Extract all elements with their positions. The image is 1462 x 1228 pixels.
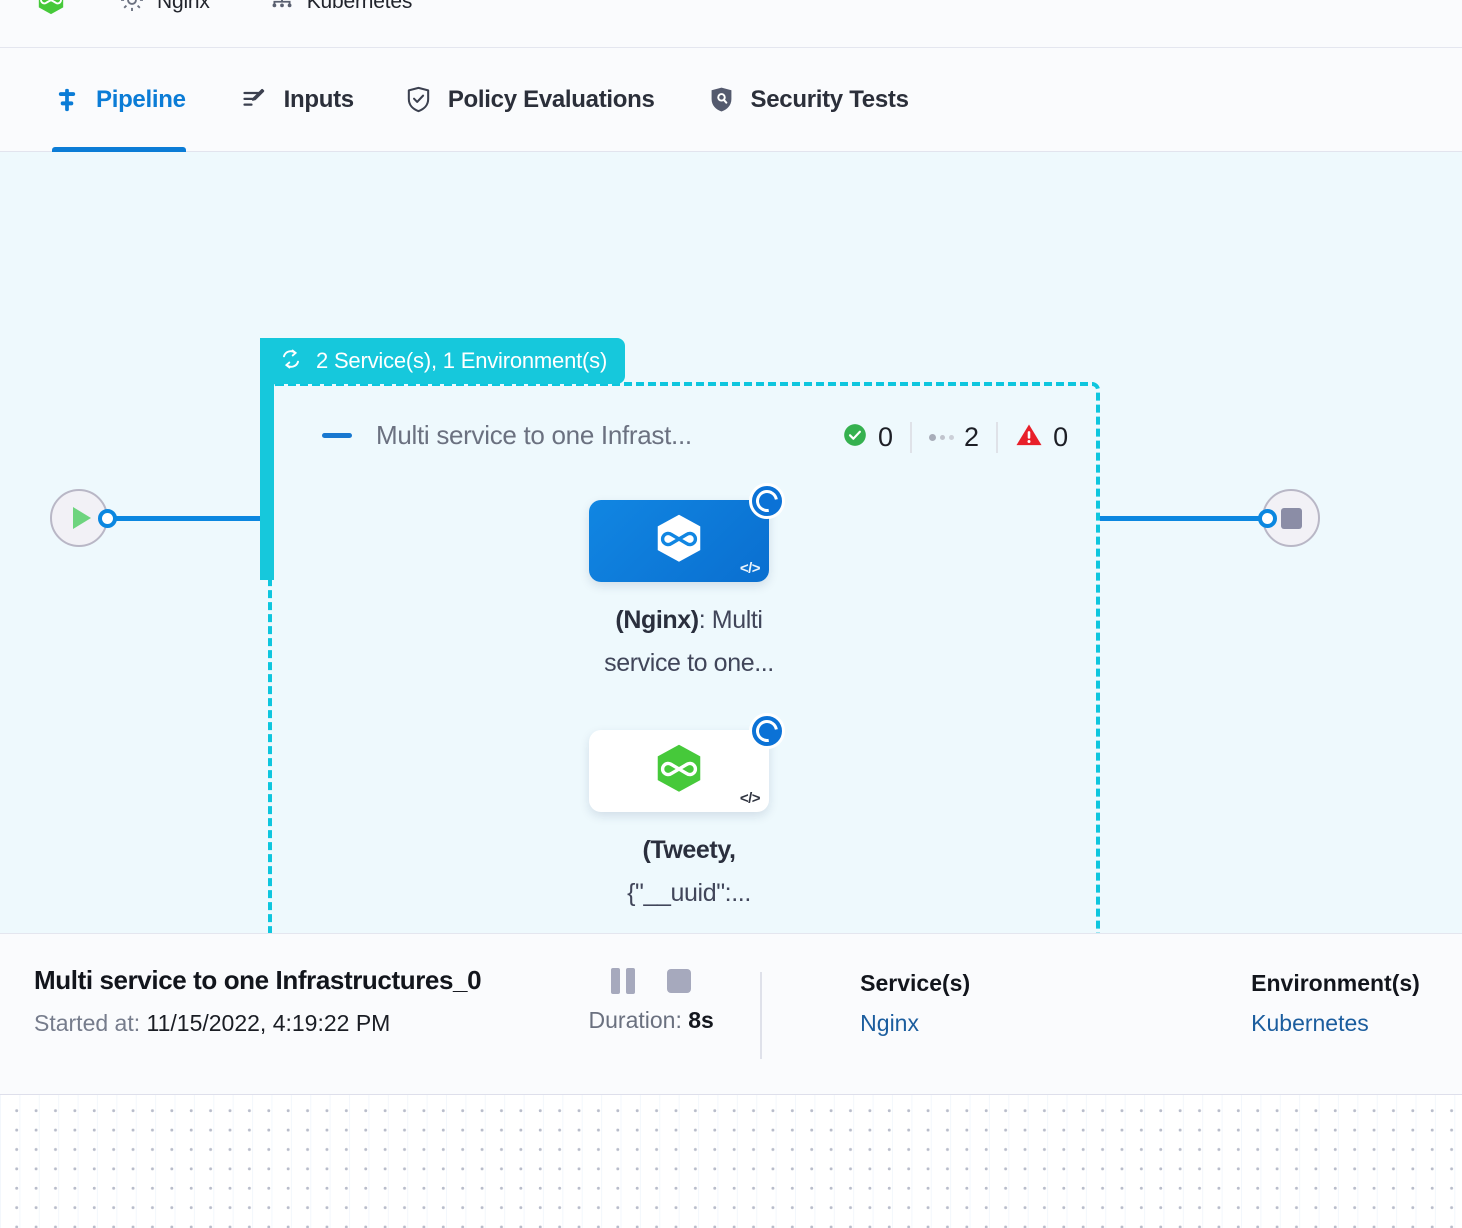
tab-pipeline[interactable]: Pipeline (52, 48, 186, 152)
services-header: Service(s) (860, 970, 971, 996)
group-side-bar (260, 338, 274, 580)
success-check-icon (842, 422, 868, 453)
group-header: Multi service to one Infrast... (322, 420, 692, 451)
tab-bar: Pipeline Inputs Policy Evaluations (0, 48, 1462, 152)
context-item-environment[interactable]: Kubernetes (268, 0, 412, 16)
execution-started-label: Started at: (34, 1010, 141, 1036)
pipeline-node-nginx-card[interactable]: </> (589, 483, 785, 582)
counter-error[interactable]: 0 (996, 422, 1068, 453)
connector-group-to-end (1100, 516, 1265, 521)
start-node-port[interactable] (98, 509, 117, 528)
collapse-dash-icon[interactable] (322, 433, 352, 438)
pipeline-node-nginx[interactable]: </> (Nginx): Multi service to one... (589, 483, 789, 685)
play-icon (72, 507, 91, 529)
stage-group-container[interactable] (268, 382, 1100, 933)
hexagon-infinity-logo-green-icon (652, 742, 706, 801)
services-column: Service(s) Nginx (860, 970, 970, 1037)
details-divider (760, 972, 763, 1059)
hexagon-infinity-logo-green-icon (36, 0, 66, 20)
shield-scan-icon (707, 85, 737, 115)
environments-column: Environment(s) Kubernetes (1251, 970, 1420, 1037)
pipeline-node-tweety[interactable]: </> (Tweety, {"__uuid":... (589, 713, 789, 915)
code-icon: </> (739, 790, 761, 807)
tab-policy-evaluations[interactable]: Policy Evaluations (404, 48, 655, 152)
group-title: Multi service to one Infrast... (376, 420, 692, 450)
environments-header: Environment(s) (1251, 970, 1420, 996)
error-warning-icon (1015, 422, 1043, 453)
code-icon: </> (739, 560, 761, 577)
pending-dots-icon (929, 434, 955, 441)
inputs-icon (240, 85, 270, 115)
end-node-port[interactable] (1258, 509, 1277, 528)
tab-security-tests[interactable]: Security Tests (707, 48, 909, 152)
context-item-service[interactable]: Nginx (118, 0, 210, 16)
group-status-counters: 0 2 0 (842, 422, 1068, 453)
stop-icon (1280, 507, 1302, 529)
stop-icon[interactable] (667, 969, 692, 993)
gear-icon (118, 0, 146, 19)
environments-link-kubernetes[interactable]: Kubernetes (1251, 1010, 1369, 1036)
loop-repeat-icon (278, 346, 304, 377)
execution-controls (562, 968, 740, 994)
context-item-environment-label: Kubernetes (306, 0, 413, 13)
execution-duration-label: Duration: (588, 1007, 682, 1033)
dot-grid-canvas[interactable] (0, 1095, 1462, 1228)
tab-policy-evaluations-label: Policy Evaluations (447, 85, 655, 113)
tab-pipeline-label: Pipeline (96, 85, 186, 113)
pipeline-node-tweety-label: (Tweety, {"__uuid":... (589, 829, 789, 915)
kubernetes-icon (268, 0, 296, 19)
execution-duration: Duration: 8s (562, 1007, 740, 1034)
shield-check-icon (404, 85, 434, 115)
counter-pending-value: 2 (964, 422, 980, 452)
counter-pending[interactable]: 2 (910, 422, 996, 453)
pause-icon[interactable] (611, 968, 636, 994)
pipeline-node-tweety-label-bold: (Tweety, (642, 836, 736, 864)
pipeline-node-tweety-card[interactable]: </> (589, 713, 785, 812)
group-badge-label: 2 Service(s), 1 Environment(s) (316, 348, 608, 373)
execution-summary: Multi service to one Infrastructures_0 S… (34, 965, 482, 1037)
context-item-service-label: Nginx (157, 0, 210, 13)
pipeline-canvas[interactable]: 2 Service(s), 1 Environment(s) Multi ser… (0, 152, 1462, 933)
execution-duration-block: Duration: 8s (562, 968, 740, 1034)
tab-inputs[interactable]: Inputs (240, 48, 354, 152)
pipeline-node-nginx-label-bold: (Nginx) (615, 606, 699, 634)
tab-inputs-label: Inputs (283, 85, 355, 113)
counter-success-value: 0 (878, 422, 894, 452)
tab-security-tests-label: Security Tests (750, 85, 909, 113)
pipeline-node-nginx-label: (Nginx): Multi service to one... (589, 599, 789, 685)
execution-started: Started at: 11/15/2022, 4:19:22 PM (34, 1010, 481, 1037)
spinner-running-icon (749, 713, 785, 749)
end-node[interactable] (1262, 489, 1320, 547)
spinner-running-icon (749, 483, 785, 519)
pipeline-node-tweety-label-rest: {"__uuid":... (627, 879, 751, 907)
connector-start-to-group (112, 516, 265, 521)
context-strip: Nginx Kubernetes (0, 0, 1462, 48)
context-item-logo[interactable] (36, 0, 66, 16)
counter-error-value: 0 (1053, 422, 1069, 452)
counter-success[interactable]: 0 (842, 422, 910, 453)
execution-duration-value: 8s (688, 1007, 714, 1033)
group-badge[interactable]: 2 Service(s), 1 Environment(s) (260, 338, 626, 384)
pipeline-icon (52, 85, 82, 115)
services-link-nginx[interactable]: Nginx (860, 1010, 919, 1036)
execution-started-value: 11/15/2022, 4:19:22 PM (146, 1010, 391, 1036)
execution-title: Multi service to one Infrastructures_0 (34, 965, 482, 995)
execution-details-panel: Multi service to one Infrastructures_0 S… (0, 933, 1462, 1095)
hexagon-infinity-logo-white-icon (652, 512, 706, 571)
pipeline-node-nginx-label-rest: : Multi service to one... (604, 606, 774, 677)
